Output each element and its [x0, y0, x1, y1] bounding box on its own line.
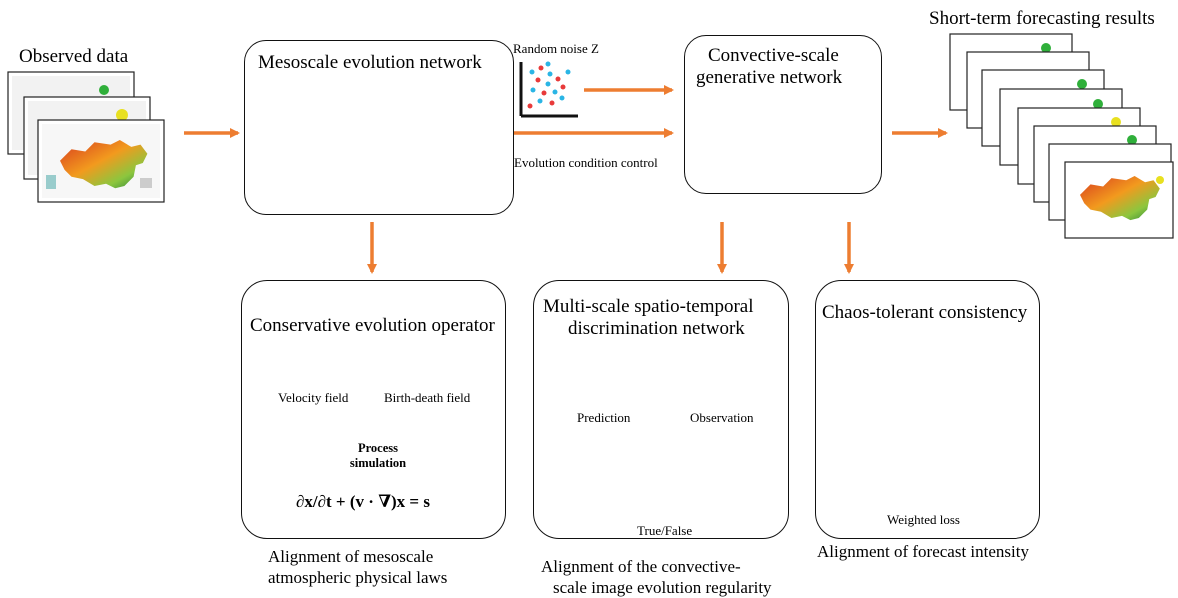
discrimination-caption-line2: scale image evolution regularity	[553, 578, 772, 597]
process-label-line1: Process	[357, 441, 399, 455]
generative-network-box	[684, 35, 882, 194]
observed-data-stack	[7, 71, 165, 203]
forecast-results-stack	[949, 33, 1174, 239]
chaos-caption: Alignment of forecast intensity	[817, 542, 1029, 561]
mesoscale-network-title: Mesoscale evolution network	[258, 52, 482, 73]
process-simulation-label: Process simulation	[330, 441, 426, 471]
chaos-consistency-title: Chaos-tolerant consistency	[822, 302, 1028, 323]
random-noise-icon	[519, 61, 578, 118]
generative-network-title-line1: Convective-scale	[708, 45, 839, 66]
evolution-condition-label: Evolution condition control	[514, 155, 658, 170]
conservative-caption-line1: Alignment of mesoscale	[268, 547, 434, 566]
observed-data-label: Observed data	[19, 46, 129, 67]
birth-death-field-label: Birth-death field	[384, 390, 471, 405]
conservative-operator-title: Conservative evolution operator	[250, 315, 495, 336]
discrimination-title-line2: discrimination network	[568, 318, 745, 339]
velocity-field-label: Velocity field	[278, 390, 349, 405]
discrimination-network-box	[533, 280, 789, 539]
chaos-consistency-box	[815, 280, 1040, 539]
conservative-caption-line2: atmospheric physical laws	[268, 568, 448, 587]
short-term-results-label: Short-term forecasting results	[929, 8, 1155, 29]
random-noise-label: Random noise Z	[513, 41, 599, 56]
observation-label: Observation	[690, 410, 754, 425]
process-label-line2: simulation	[349, 456, 407, 470]
mesoscale-network-box	[244, 40, 514, 215]
generative-network-title-line2: generative network	[696, 67, 843, 88]
discrimination-caption-line1: Alignment of the convective-	[541, 557, 741, 576]
conservation-equation: ∂x/∂t + (v · ∇)x = s	[296, 492, 430, 511]
discrimination-title-line1: Multi-scale spatio-temporal	[543, 296, 754, 317]
weighted-loss-label: Weighted loss	[887, 512, 960, 527]
prediction-label: Prediction	[577, 410, 631, 425]
conservative-operator-box	[241, 280, 506, 539]
true-false-label: True/False	[637, 523, 693, 538]
